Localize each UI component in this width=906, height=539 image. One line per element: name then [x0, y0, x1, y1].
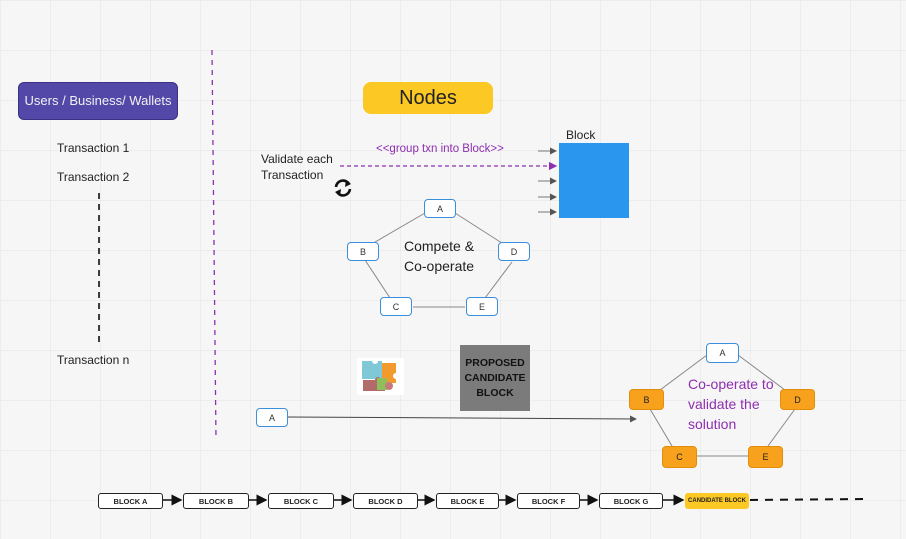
refresh-icon — [334, 179, 352, 197]
compete-node-d: D — [498, 242, 530, 261]
compete-node-b: B — [347, 242, 379, 261]
chain-block-b: BLOCK B — [183, 493, 249, 509]
chain-block-f: BLOCK F — [517, 493, 580, 509]
block-label: Block — [566, 128, 596, 142]
transaction-2: Transaction 2 — [57, 170, 130, 184]
divider-line — [211, 49, 217, 441]
cooperate-pentagon-edges — [649, 354, 796, 457]
cooperate-text: Co-operate to validate the solution — [688, 376, 774, 432]
compete-pentagon-edges — [364, 212, 513, 308]
chain-block-g: BLOCK G — [599, 493, 663, 509]
miner-arrow — [286, 415, 637, 423]
compete-node-a: A — [424, 199, 456, 218]
cooperate-node-e: E — [748, 446, 783, 468]
miner-node-a: A — [256, 408, 288, 427]
cooperate-node-c: C — [662, 446, 697, 468]
chain-block-e: BLOCK E — [436, 493, 499, 509]
compete-node-c: C — [380, 297, 412, 316]
candidate-block: CANDIDATE BLOCK — [685, 493, 749, 509]
cooperate-node-a: A — [706, 343, 739, 363]
group-label: <<group txn into Block>> — [376, 143, 504, 155]
block-shape — [559, 143, 629, 218]
nodes-header: Nodes — [363, 82, 493, 114]
compete-text: Compete & Co-operate — [404, 238, 475, 274]
users-header: Users / Business/ Wallets — [18, 82, 178, 120]
cooperate-node-d: D — [780, 389, 815, 410]
chain-block-a: BLOCK A — [98, 493, 163, 509]
chain-continuation — [749, 498, 871, 501]
chain-block-d: BLOCK D — [353, 493, 418, 509]
chain-block-c: BLOCK C — [268, 493, 334, 509]
proposed-candidate-block: PROPOSED CANDIDATE BLOCK — [460, 345, 530, 411]
validate-label: Validate each Transaction — [261, 152, 333, 182]
compete-node-e: E — [466, 297, 498, 316]
transaction-n: Transaction n — [57, 353, 130, 367]
cooperate-node-b: B — [629, 389, 664, 410]
transaction-1: Transaction 1 — [57, 141, 130, 155]
puzzle-icon — [357, 358, 404, 395]
